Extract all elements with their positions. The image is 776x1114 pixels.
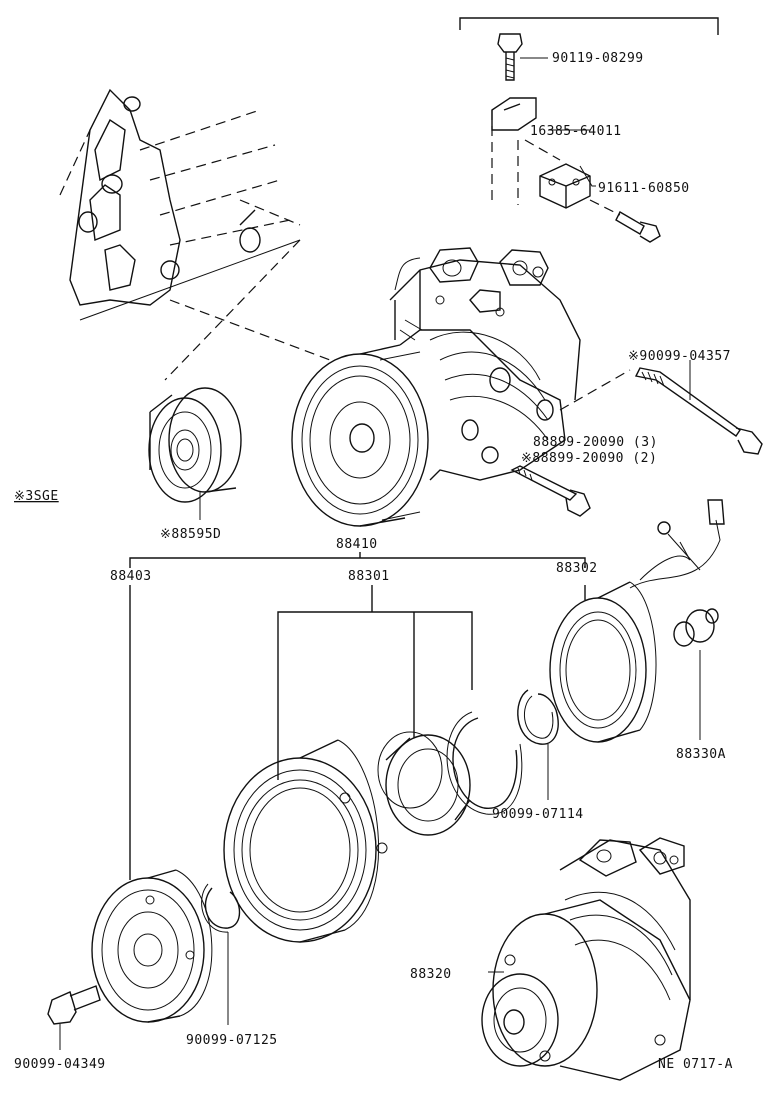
- center-bolt-drawing: [47, 985, 101, 1050]
- idler-pulley-drawing: [148, 387, 242, 520]
- label-idler-pulley: ※88595D: [160, 527, 221, 542]
- engine-block-sketch: [59, 88, 331, 381]
- clutch-bracket-lines: [129, 552, 586, 880]
- stator-drawing: [549, 499, 725, 743]
- label-snap-ring-outer: 90099-07125: [186, 1033, 278, 1048]
- label-bolt-top: 90119-08299: [552, 51, 644, 66]
- label-rotor: 88301: [348, 569, 390, 584]
- bearing-drawing: [377, 731, 471, 836]
- compressor-upper-drawing: [291, 247, 581, 527]
- snap-ring-small-drawing: [201, 883, 241, 1025]
- label-bracket: 16385-64011: [530, 124, 622, 139]
- label-stator: 88302: [556, 561, 598, 576]
- rotor-drawing: [223, 739, 388, 943]
- label-stud-bolt: ※90099-04357: [628, 349, 731, 364]
- label-engine-variant: ※3SGE: [14, 489, 59, 504]
- label-bolt-b: ※88899-20090 (2): [521, 451, 657, 466]
- compressor-lower-drawing: [481, 837, 691, 1081]
- mount-bolt-drawing: [510, 465, 591, 517]
- thermistor-drawing: [673, 608, 719, 740]
- label-thermistor: 88330A: [676, 747, 726, 762]
- label-bolt-bracket: 91611-60850: [598, 181, 690, 196]
- labels: 90119-08299 16385-64011 91611-60850 ※900…: [14, 51, 733, 1072]
- bracket-drawing: [491, 97, 661, 243]
- bolt-top-drawing: [497, 33, 548, 81]
- label-snap-ring-inner: 90099-07114: [492, 807, 584, 822]
- snap-ring-inner-drawing: [517, 689, 559, 800]
- stud-bolt-drawing: [559, 360, 763, 455]
- label-center-bolt: 90099-04349: [14, 1057, 106, 1072]
- bracket-group-frame: [459, 17, 719, 35]
- snap-ring-outer-drawing: [446, 711, 523, 815]
- label-pressure-plate: 88403: [110, 569, 152, 584]
- label-compressor: 88320: [410, 967, 452, 982]
- figure-code: NE 0717-A: [658, 1057, 733, 1072]
- pressure-plate-drawing: [91, 869, 213, 1023]
- label-clutch-assy: 88410: [336, 537, 378, 552]
- label-bolt-a: 88899-20090 (3): [533, 435, 658, 450]
